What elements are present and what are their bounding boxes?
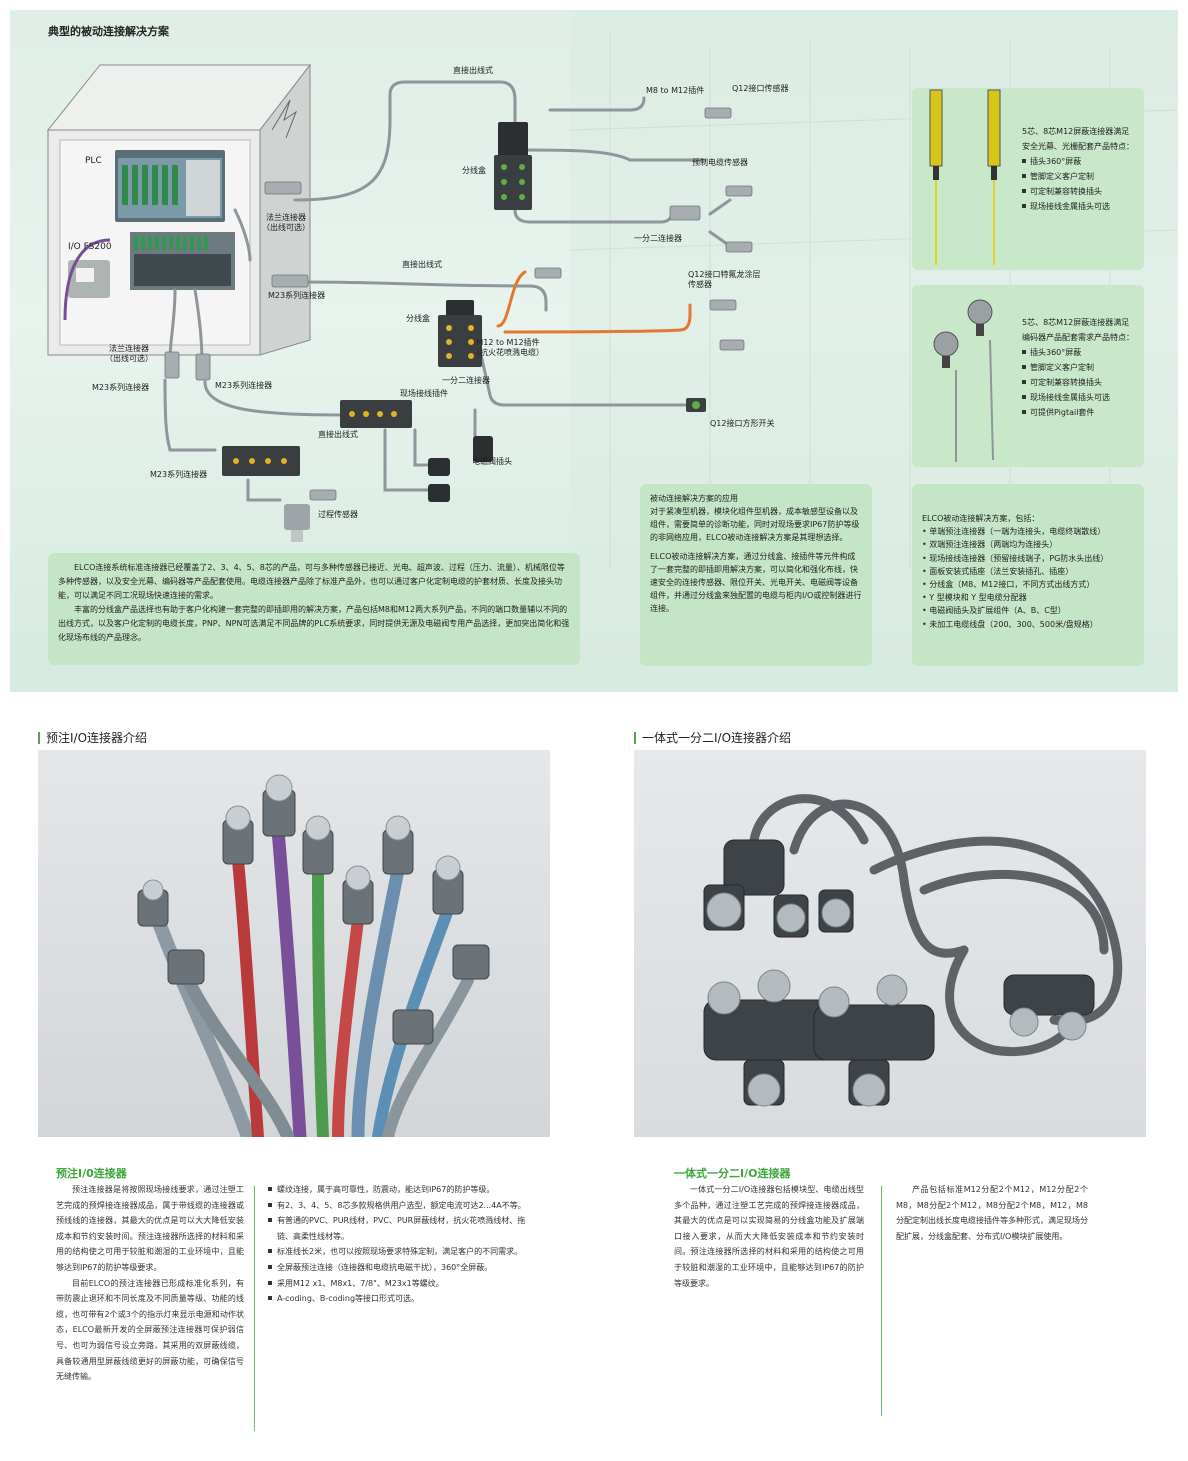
label-m23-left: M23系列连接器 [92,383,150,392]
ysplit-description-right: 产品包括标准M12分配2个M12，M12分配2个M8，M8分配2个M12，M8分… [896,1182,1088,1244]
application-p2: ELCO被动连接解决方案，通过分线盒、接插件等元件构成了一套完整的即插即用解决方… [650,552,862,613]
precast-feature-item: 螺纹连接，属于高可靠性，防震动，能达到IP67的防护等级。 [268,1182,536,1198]
valve-plug [473,436,493,462]
light-curtain-feature: 现场接线金属插头可选 [1022,199,1134,214]
label-plc: PLC [85,156,102,166]
io-terminal-block [63,232,235,321]
splitter-box-low [222,400,412,476]
label-q12-teflon: Q12接口特氟龙涂层 传感器 [688,270,761,289]
main-desc-p2: 丰富的分线盒产品选择也有助于客户化构建一套完整的即插即用的解决方案，产品包括M8… [58,605,570,642]
label-premade-sensor: 预制电缆传感器 [692,158,748,167]
encoder-features: 插头360°屏蔽管脚定义客户定制可定制兼容转换插头现场接线金属插头可选可提供Pi… [1022,345,1134,420]
precast-features: 螺纹连接，属于高可靠性，防震动，能达到IP67的防护等级。有2、3、4、5、8芯… [268,1182,536,1307]
precast-description: 预注连接器是将按照现场接线要求，通过注塑工艺完成的预焊接连接器成品，属于带线缆的… [56,1182,244,1385]
solution-list-item: • 电磁阀插头及扩展组件（A、B、C型） [922,606,1066,616]
precast-feature-item: 有2、3、4、5、8芯多款规格供用户选型，额定电流可达2...4A不等。 [268,1198,536,1214]
label-q12-square: Q12接口方形开关 [710,419,775,428]
y-splitter-illustration [703,794,1123,1107]
splitter-box-top [494,122,532,210]
process-sensor [284,504,310,530]
label-m23-low: M23系列连接器 [150,470,208,479]
solution-list-item: • Y 型模块和 Y 型电缆分配器 [922,593,1027,603]
label-q12-sensor: Q12接口传感器 [732,84,789,93]
label-m12-m12: M12 to M12插件 （抗火花喷溅电缆） [472,338,544,357]
precast-paragraph: 目前ELCO的预注连接器已形成标准化系列，有带防震止退环和不同长度及不同质量等级… [56,1278,244,1382]
solution-list: • 单端预注连接器（一端为连接头，电缆终端散线） • 双端预注连接器（两端均为连接… [922,525,1134,631]
light-curtain-feature: 可定制兼容转换插头 [1022,184,1134,199]
solution-list-box: ELCO被动连接解决方案，包括： • 单端预注连接器（一端为连接头，电缆终端散线… [912,484,1144,666]
label-flange-top: 法兰连接器 （出线可选） [262,213,310,232]
diagram-title: 典型的被动连接解决方案 [48,25,169,38]
solution-list-item: • 面板安装式插座（法兰安装插孔、插座） [922,566,1074,576]
section-title-ysplit: 一体式一分二I/O连接器介绍 [634,729,791,746]
precast-feature-item: 标准线长2米，也可以按照现场要求特殊定制，满足客户的不同需求。 [268,1244,536,1260]
main-desc-p1: ELCO连接系统标准连接器已经覆盖了2、3、4、5、8芯的产品，可与多种传感器已… [58,563,565,600]
solution-list-item: • 未加工电缆线盘（200、300、500米/盘规格） [922,619,1098,629]
label-m8-m12: M8 to M12插件 [646,86,705,95]
precast-feature-item: A-coding、B-coding等接口形式可选。 [268,1291,536,1307]
column-divider-left [254,1186,255,1431]
precast-feature-item: 采用M12 x1、M8x1、7/8"、M23x1等螺纹。 [268,1276,536,1292]
light-curtain-feature: 管脚定义客户定制 [1022,169,1134,184]
precast-feature-item: 全屏蔽预注连接（连接器和电缆抗电磁干扰），360°全屏蔽。 [268,1260,536,1276]
encoder-feature: 现场接线金属插头可选 [1022,390,1134,405]
label-y-split-mid: 一分二连接器 [442,376,490,385]
label-splitter-top: 分线盒 [462,166,486,175]
solution-list-item: • 单端预注连接器（一端为连接头，电缆终端散线） [922,527,1106,537]
solution-list-item: • 现场接线连接器（预留接线端子，PG防水头出线） [922,553,1109,563]
precast-connector-photo [38,750,550,1137]
main-description-box: ELCO连接系统标准连接器已经覆盖了2、3、4、5、8芯的产品，可与多种传感器已… [48,553,580,665]
encoder-box: 5芯、8芯M12屏蔽连接器满足编码器产品配套需求产品特点： 插头360°屏蔽管脚… [912,285,1144,467]
light-curtain-features: 插头360°屏蔽管脚定义客户定制可定制兼容转换插头现场接线金属插头可选 [1022,154,1134,214]
label-m23-mid: M23系列连接器 [268,291,326,300]
label-direct-top: 直接出线式 [453,66,493,75]
solution-diagram-panel: 典型的被动连接解决方案 PLC I/O FS200 法兰连接器 （出线可选） M… [10,10,1178,692]
label-direct-mid: 直接出线式 [402,260,442,269]
solution-list-item: • 分线盒（M8、M12接口，不同方式出线方式） [922,580,1095,590]
ysplit-paragraph-right: 产品包括标准M12分配2个M12，M12分配2个M8，M8分配2个M12，M8分… [896,1185,1088,1241]
encoder-feature: 可定制兼容转换插头 [1022,375,1134,390]
label-io: I/O FS200 [68,242,112,252]
label-process-sensor: 过程传感器 [318,510,358,519]
label-m23-right: M23系列连接器 [215,381,273,390]
ysplit-heading: 一体式一分二I/O连接器 [674,1167,791,1180]
section-title-precast: 预注I/O连接器介绍 [38,729,147,746]
cable-bundle-illustration [137,774,490,1137]
ysplit-paragraph-left: 一体式一分二I/O连接器包括模块型、电缆出线型多个品种，通过注塑工艺完成的预焊接… [674,1185,864,1288]
encoder-feature: 管脚定义客户定制 [1022,360,1134,375]
solution-list-intro: ELCO被动连接解决方案，包括： [922,514,1040,523]
label-field-plug: 现场接线插件 [400,389,448,398]
encoder-feature: 插头360°屏蔽 [1022,345,1134,360]
encoder-intro: 5芯、8芯M12屏蔽连接器满足编码器产品配套需求产品特点： [1022,318,1134,342]
light-curtain-intro: 5芯、8芯M12屏蔽连接器满足安全光幕、光栅配套产品特点： [1022,127,1134,151]
solution-list-item: • 双端预注连接器（两端均为连接头） [922,540,1058,550]
plc-rack [115,150,225,222]
column-divider-right [881,1186,882,1416]
application-box: 被动连接解决方案的应用 对于紧凑型机器，模块化组件型机器，成本敏感型设备以及组件… [640,484,872,666]
label-direct-low: 直接出线式 [318,430,358,439]
label-y-split-top: 一分二连接器 [634,234,682,243]
precast-heading: 预注I/0连接器 [56,1167,127,1180]
encoder-feature: 可提供Pigtail套件 [1022,405,1134,420]
precast-paragraph: 预注连接器是将按照现场接线要求，通过注塑工艺完成的预焊接连接器成品，属于带线缆的… [56,1185,244,1272]
precast-feature-item: 有普通的PVC、PUR线材，PVC、PUR屏蔽线材，抗火花喷溅线材、拖链、高柔性… [268,1213,536,1244]
label-valve-plug: 电磁阀插头 [472,457,512,466]
application-p1: 被动连接解决方案的应用 对于紧凑型机器，模块化组件型机器，成本敏感型设备以及组件… [650,494,860,542]
ysplit-description-left: 一体式一分二I/O连接器包括模块型、电缆出线型多个品种，通过注塑工艺完成的预焊接… [674,1182,864,1291]
label-splitter-mid: 分线盒 [406,314,430,323]
splitter-box-mid [438,300,482,367]
label-flange-bottom: 法兰连接器 （出线可选） [105,344,153,363]
ysplit-connector-photo [634,750,1146,1137]
light-curtain-box: 5芯、8芯M12屏蔽连接器满足安全光幕、光栅配套产品特点： 插头360°屏蔽管脚… [912,88,1144,270]
light-curtain-feature: 插头360°屏蔽 [1022,154,1134,169]
